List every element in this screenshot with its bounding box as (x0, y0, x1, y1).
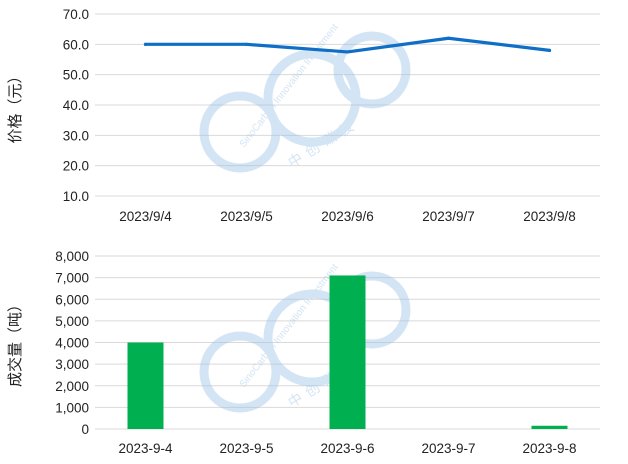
price-y-tick-labels: 10.0 20.0 30.0 40.0 50.0 60.0 70.0 (63, 7, 89, 204)
bar (329, 275, 366, 429)
y-tick-label: 1,000 (55, 400, 89, 415)
x-tick-label: 2023/9/5 (220, 209, 273, 224)
y-tick-label: 10.0 (63, 189, 89, 204)
data-point (345, 50, 350, 54)
x-tick-label: 2023-9-8 (522, 441, 576, 456)
x-tick-label: 2023/9/8 (523, 209, 576, 224)
y-tick-label: 40.0 (63, 98, 89, 113)
y-tick-label: 30.0 (63, 128, 89, 143)
y-tick-label: 8,000 (55, 249, 89, 264)
y-tick-label: 50.0 (63, 68, 89, 83)
data-point (143, 42, 148, 46)
volume-bars (127, 275, 568, 429)
x-tick-label: 2023-9-4 (118, 441, 173, 456)
volume-y-tick-labels: 0 1,000 2,000 3,000 4,000 5,000 6,000 7,000 8,00… (55, 249, 89, 437)
y-tick-label: 6,000 (55, 292, 89, 307)
volume-y-axis-label: 成交量（吨） (6, 297, 24, 387)
x-tick-label: 2023-9-7 (421, 441, 475, 456)
price-series (143, 36, 552, 54)
y-tick-label: 60.0 (63, 37, 89, 52)
y-tick-label: 5,000 (55, 314, 89, 329)
x-tick-label: 2023/9/6 (321, 209, 374, 224)
x-tick-label: 2023-9-5 (219, 441, 273, 456)
price-y-axis-label: 价格（元） (7, 68, 24, 143)
y-tick-label: 4,000 (55, 336, 89, 351)
data-point (244, 42, 249, 46)
bar (531, 425, 568, 429)
price-x-tick-labels: 2023/9/4 2023/9/5 2023/9/6 2023/9/7 2023/9/8 (119, 209, 576, 224)
y-tick-label: 20.0 (63, 159, 89, 174)
y-tick-label: 7,000 (55, 271, 89, 286)
data-point (446, 36, 451, 40)
x-tick-label: 2023/9/7 (422, 209, 475, 224)
y-tick-label: 70.0 (63, 7, 89, 22)
bar (127, 342, 164, 429)
y-tick-label: 3,000 (55, 357, 89, 372)
data-point (547, 48, 552, 53)
x-tick-label: 2023-9-6 (320, 441, 374, 456)
y-tick-label: 2,000 (55, 379, 89, 394)
volume-x-tick-labels: 2023-9-4 2023-9-5 2023-9-6 2023-9-7 2023-9-8 (118, 441, 576, 456)
y-tick-label: 0 (81, 422, 89, 437)
x-tick-label: 2023/9/4 (119, 209, 172, 224)
